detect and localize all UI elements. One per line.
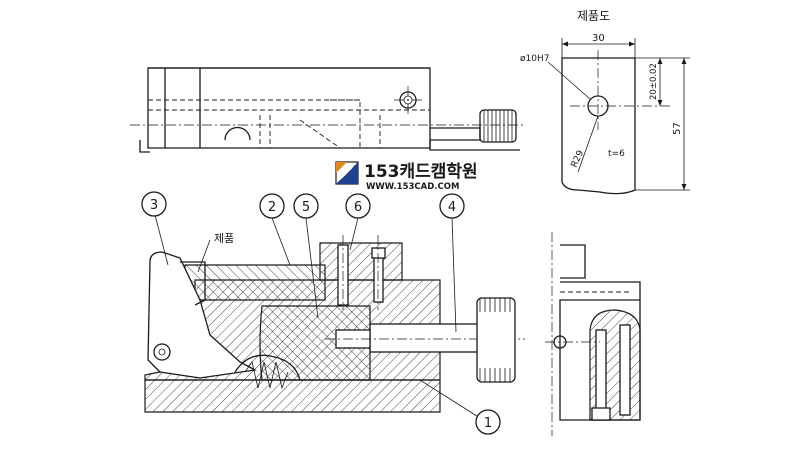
svg-text:2: 2: [268, 200, 276, 215]
watermark-logo: [335, 161, 359, 185]
dim-width: 30: [592, 33, 605, 44]
callout-4: 4: [439, 193, 465, 219]
callout-6: 6: [345, 193, 371, 219]
front-section-view: [144, 214, 525, 419]
callout-5: 5: [293, 193, 319, 219]
dim-hole-pos: 20±0.02: [649, 63, 659, 100]
product-view-title: 제품도: [577, 9, 610, 23]
part-label: 제품: [214, 232, 234, 245]
callout-1: 1: [475, 409, 501, 435]
side-view: [545, 232, 641, 436]
callout-2: 2: [259, 193, 285, 219]
svg-text:3: 3: [150, 198, 158, 213]
dim-hole: ø10H7: [520, 54, 549, 64]
svg-text:4: 4: [448, 200, 456, 215]
dim-thickness: t=6: [608, 149, 625, 159]
svg-text:1: 1: [484, 416, 492, 431]
product-view: 제품도 30 ø10H7 20±0.02 57 R29 t=6: [520, 9, 690, 195]
watermark-name: 153캐드캠학원: [364, 162, 478, 182]
top-view: [130, 67, 525, 153]
dim-height: 57: [672, 122, 683, 135]
dim-radius: R29: [570, 149, 587, 170]
watermark-url: WWW.153CAD.COM: [366, 182, 459, 192]
svg-text:5: 5: [302, 200, 310, 215]
svg-text:6: 6: [354, 200, 362, 215]
callout-3: 3: [141, 191, 167, 217]
